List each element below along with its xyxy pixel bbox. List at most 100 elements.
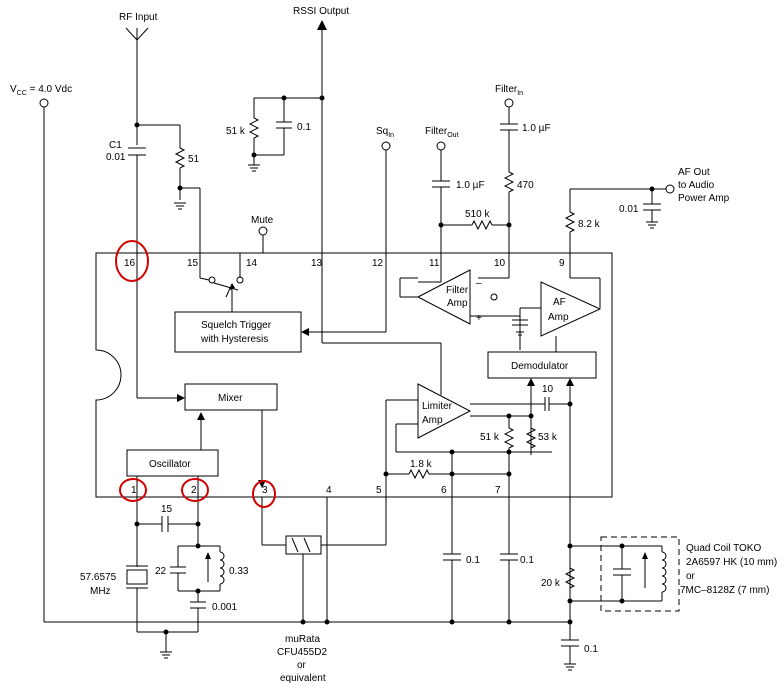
squelch-line-1: Squelch Trigger (201, 320, 272, 331)
filter-amp-block: Filter Amp – + (399, 269, 520, 325)
pin-10: 10 (494, 258, 506, 269)
demodulator-label: Demodulator (511, 361, 569, 372)
crystal-freq-label: 57.6575 (80, 572, 117, 583)
demodulator-block: Demodulator (487, 351, 597, 622)
pin-15: 15 (187, 258, 199, 269)
murata-label-1: muRata (285, 634, 320, 645)
pin-6: 6 (441, 485, 447, 496)
sq-in-section: SqIn (301, 126, 394, 336)
pin-highlights (115, 240, 276, 508)
oscillator-label: Oscillator (149, 459, 191, 470)
murata-label-4: equivalent (280, 673, 326, 684)
pin-13: 13 (311, 258, 323, 269)
pin6-7-caps: 0.1 0.1 (443, 474, 534, 625)
filter-amp-minus: – (476, 278, 482, 289)
power-amp-label: Power Amp (678, 193, 730, 204)
filter-amp-plus: + (476, 313, 482, 324)
quad-coil-label-3: or (686, 571, 696, 582)
r18k-section: 1.8 k (383, 459, 512, 480)
quad-coil-section: 20 k Quad Coil TOKO 2A6597 HK (10 mm) or… (541, 536, 777, 671)
pin-1: 1 (131, 485, 137, 496)
c1-value: 0.01 (106, 152, 126, 163)
r82k-label: 8.2 k (578, 219, 601, 230)
quad-coil-label-1: Quad Coil TOKO (686, 543, 761, 554)
to-audio-label: to Audio (678, 180, 715, 191)
af-amp-label-2: Amp (548, 312, 569, 323)
c1-label: C1 (109, 140, 122, 151)
af-out-label: AF Out (678, 167, 710, 178)
ic-pin-labels: 16 15 14 13 12 11 10 9 1 2 3 4 5 6 7 (124, 258, 565, 496)
filter-out-label: FilterOut (425, 126, 459, 139)
r470-label: 470 (517, 180, 534, 191)
c001-label: 0.01 (619, 204, 639, 215)
r51k-b-label: 51 k (480, 432, 500, 443)
r20k-label: 20 k (541, 578, 561, 589)
squelch-trigger-block: Squelch Trigger with Hysteresis (174, 311, 302, 353)
af-out-section: AF Out to Audio Power Amp 0.01 8.2 k (564, 167, 730, 308)
murata-label-2: CFU455D2 (277, 647, 327, 658)
c0001-label: 0.001 (212, 602, 237, 613)
c10-label: 10 (542, 384, 554, 395)
quad-coil-shield (600, 536, 680, 612)
rf-input-section: RF Input C1 0.01 51 (106, 12, 201, 278)
pin-9: 9 (559, 258, 565, 269)
pin-4: 4 (326, 485, 332, 496)
r51-label: 51 (188, 154, 200, 165)
ceramic-filter-section: muRata CFU455D2 or equivalent (261, 497, 386, 684)
vcc-section: VCC = 4.0 Vdc (10, 84, 570, 623)
filter-amp-label-2: Amp (447, 298, 468, 309)
limiter-label-2: Amp (422, 415, 443, 426)
filter-amp-label-1: Filter (446, 285, 469, 296)
sq-in-label: SqIn (376, 126, 394, 139)
r18k-label: 1.8 k (410, 459, 433, 470)
limiter-label-1: Limiter (422, 401, 453, 412)
c01-top-label: 0.1 (297, 122, 311, 133)
limiter-amp-block: Limiter Amp 10 51 k 53 k (385, 383, 573, 545)
highlight-pin-2 (181, 478, 209, 502)
crystal-section: 15 57.6575 MHz (80, 497, 201, 659)
c-1uf-a-label: 1.0 µF (456, 180, 485, 191)
rssi-output-label: RSSI Output (293, 6, 349, 17)
pin-16: 16 (124, 258, 136, 269)
highlight-pin-1 (119, 478, 147, 502)
background-band-top (0, 0, 784, 18)
c01-pin7-label: 0.1 (520, 555, 534, 566)
rssi-internal-path (322, 342, 442, 395)
highlight-pin-3 (252, 480, 276, 508)
pin-2: 2 (191, 485, 197, 496)
filter-in-label: FilterIn (495, 84, 523, 97)
r510k-label: 510 k (465, 209, 490, 220)
l033-label: 0.33 (229, 566, 249, 577)
af-amp-block: AF Amp (512, 281, 602, 352)
pin-7: 7 (495, 485, 501, 496)
highlight-pin-16 (115, 240, 149, 282)
rssi-arrow-icon (317, 20, 327, 30)
r51k-top-label: 51 k (226, 126, 246, 137)
ic-package (95, 252, 613, 498)
pin-12: 12 (372, 258, 384, 269)
rssi-output-section: RSSI Output 51 k 0.1 (226, 6, 349, 343)
c-1uf-b-label: 1.0 µF (522, 123, 551, 134)
squelch-line-2: with Hysteresis (200, 334, 268, 345)
af-amp-label-1: AF (553, 297, 566, 308)
pin-14: 14 (246, 258, 258, 269)
mixer-label: Mixer (218, 393, 243, 404)
mute-section: Mute (199, 215, 274, 312)
murata-label-3: or (297, 660, 307, 671)
mute-label: Mute (251, 215, 274, 226)
ic-outline (95, 252, 613, 498)
c22-label: 22 (155, 566, 167, 577)
c01-pin6-label: 0.1 (466, 555, 480, 566)
tank-section: 22 0.33 0.001 (155, 543, 249, 632)
c01-bottom-label: 0.1 (584, 644, 598, 655)
pin-3: 3 (262, 485, 268, 496)
pin-5: 5 (376, 485, 382, 496)
vcc-label: VCC = 4.0 Vdc (10, 84, 72, 97)
quad-coil-label-2: 2A6597 HK (10 mm) (686, 557, 777, 568)
filter-section: FilterOut 1.0 µF 510 k FilterIn 1.0 µF 4… (418, 84, 551, 283)
quad-coil-label-4: 7MC–8128Z (7 mm) (680, 585, 769, 596)
pin-11: 11 (429, 258, 440, 269)
c15-label: 15 (161, 504, 173, 515)
crystal-unit-label: MHz (90, 586, 111, 597)
